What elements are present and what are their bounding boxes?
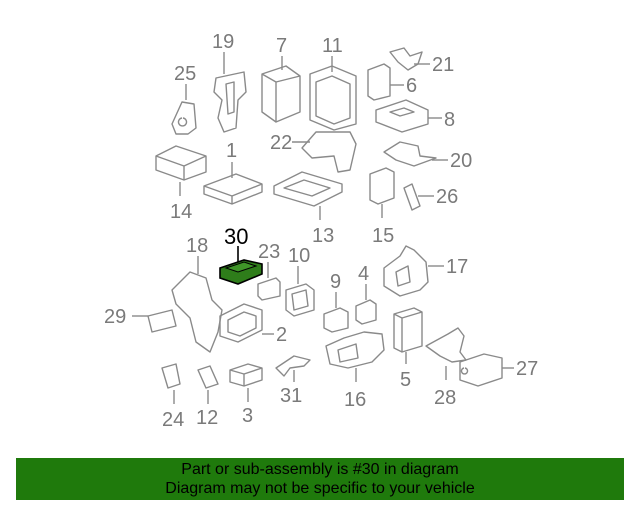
part-label-30: 30 (224, 224, 248, 249)
part-29[interactable]: 29 (104, 306, 177, 333)
part-label-10: 10 (288, 245, 310, 267)
part-label-19: 19 (212, 31, 234, 53)
part-label-17: 17 (446, 256, 468, 278)
part-label-28: 28 (434, 387, 456, 409)
parts-diagram: 19 7 11 21 25 6 8 22 (104, 31, 538, 431)
part-18[interactable]: 18 (171, 235, 223, 353)
part-label-13: 13 (312, 225, 334, 247)
part-22[interactable]: 22 (270, 131, 357, 173)
part-label-16: 16 (344, 389, 366, 411)
part-23[interactable]: 23 (257, 241, 281, 301)
part-25[interactable]: 25 (171, 63, 197, 135)
part-16[interactable]: 16 (325, 331, 385, 411)
part-20[interactable]: 20 (383, 141, 472, 172)
part-21[interactable]: 21 (389, 47, 454, 76)
part-label-6: 6 (406, 75, 417, 97)
part-label-9: 9 (330, 271, 341, 293)
info-banner: Part or sub-assembly is #30 in diagram D… (16, 458, 624, 500)
part-27[interactable]: 27 (459, 353, 538, 387)
part-label-29: 29 (104, 306, 126, 328)
part-2[interactable]: 2 (219, 303, 287, 346)
part-label-4: 4 (358, 263, 369, 285)
part-28[interactable]: 28 (425, 327, 467, 409)
part-1[interactable]: 1 (203, 140, 263, 205)
part-14[interactable]: 14 (155, 145, 207, 223)
part-label-1: 1 (226, 140, 237, 162)
part-9[interactable]: 9 (323, 271, 349, 333)
part-label-22: 22 (270, 132, 292, 154)
part-label-7: 7 (276, 35, 287, 57)
part-12[interactable]: 12 (196, 365, 219, 429)
banner-line-2: Diagram may not be specific to your vehi… (165, 480, 475, 497)
part-label-12: 12 (196, 407, 218, 429)
part-label-25: 25 (174, 63, 196, 85)
part-label-24: 24 (162, 409, 184, 431)
part-26[interactable]: 26 (403, 183, 458, 211)
part-24[interactable]: 24 (161, 363, 184, 431)
part-5[interactable]: 5 (393, 307, 423, 391)
part-6[interactable]: 6 (367, 63, 417, 101)
part-label-15: 15 (372, 225, 394, 247)
part-10[interactable]: 10 (285, 245, 315, 317)
part-3[interactable]: 3 (229, 363, 263, 427)
part-label-27: 27 (516, 358, 538, 380)
part-label-8: 8 (444, 109, 455, 131)
part-13[interactable]: 13 (273, 171, 343, 247)
part-8[interactable]: 8 (375, 99, 455, 133)
part-17[interactable]: 17 (383, 245, 468, 297)
part-30-highlighted[interactable]: 30 (219, 224, 263, 285)
part-11[interactable]: 11 (309, 35, 357, 131)
part-19[interactable]: 19 (212, 31, 247, 133)
part-label-26: 26 (436, 186, 458, 208)
banner-line-1: Part or sub-assembly is #30 in diagram (181, 461, 459, 478)
part-label-3: 3 (242, 405, 253, 427)
part-label-18: 18 (186, 235, 208, 257)
part-4[interactable]: 4 (355, 263, 377, 325)
part-31[interactable]: 31 (275, 355, 311, 407)
part-label-5: 5 (400, 369, 411, 391)
part-7[interactable]: 7 (261, 35, 301, 123)
part-label-23: 23 (258, 241, 280, 263)
part-15[interactable]: 15 (369, 167, 395, 247)
part-label-11: 11 (322, 35, 343, 57)
part-label-31: 31 (280, 385, 302, 407)
part-label-14: 14 (170, 201, 192, 223)
part-label-21: 21 (432, 54, 454, 76)
part-label-2: 2 (276, 324, 287, 346)
part-label-20: 20 (450, 150, 472, 172)
